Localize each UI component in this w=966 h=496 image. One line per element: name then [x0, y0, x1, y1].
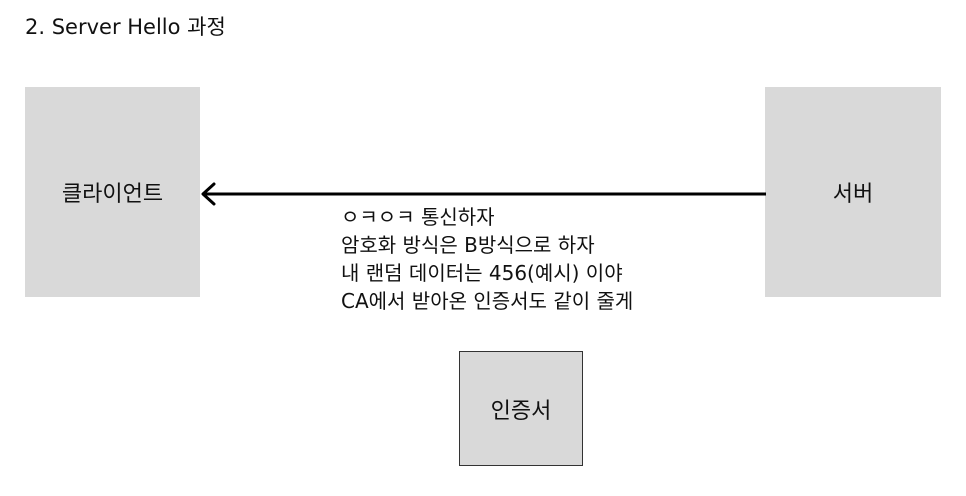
server-label: 서버	[832, 182, 874, 207]
message-line: ㅇㅋㅇㅋ 통신하자	[341, 205, 495, 229]
message-line: CA에서 받아온 인증서도 같이 줄게	[341, 289, 634, 313]
message-line: 내 랜덤 데이터는 456(예시) 이야	[341, 261, 623, 285]
certificate-box: 인증서	[459, 351, 583, 466]
diagram-title: 2. Server Hello 과정	[25, 15, 226, 39]
arrow-head	[201, 182, 216, 206]
certificate-label: 인증서	[490, 398, 552, 424]
message-line: 암호화 방식은 B방식으로 하자	[341, 233, 595, 257]
server-box: 서버	[765, 87, 941, 297]
server-hello-message: ㅇㅋㅇㅋ 통신하자 암호화 방식은 B방식으로 하자 내 랜덤 데이터는 456…	[341, 203, 633, 315]
client-box: 클라이언트	[25, 87, 200, 297]
client-label: 클라이언트	[61, 182, 164, 207]
server-to-client-arrow	[201, 182, 766, 206]
